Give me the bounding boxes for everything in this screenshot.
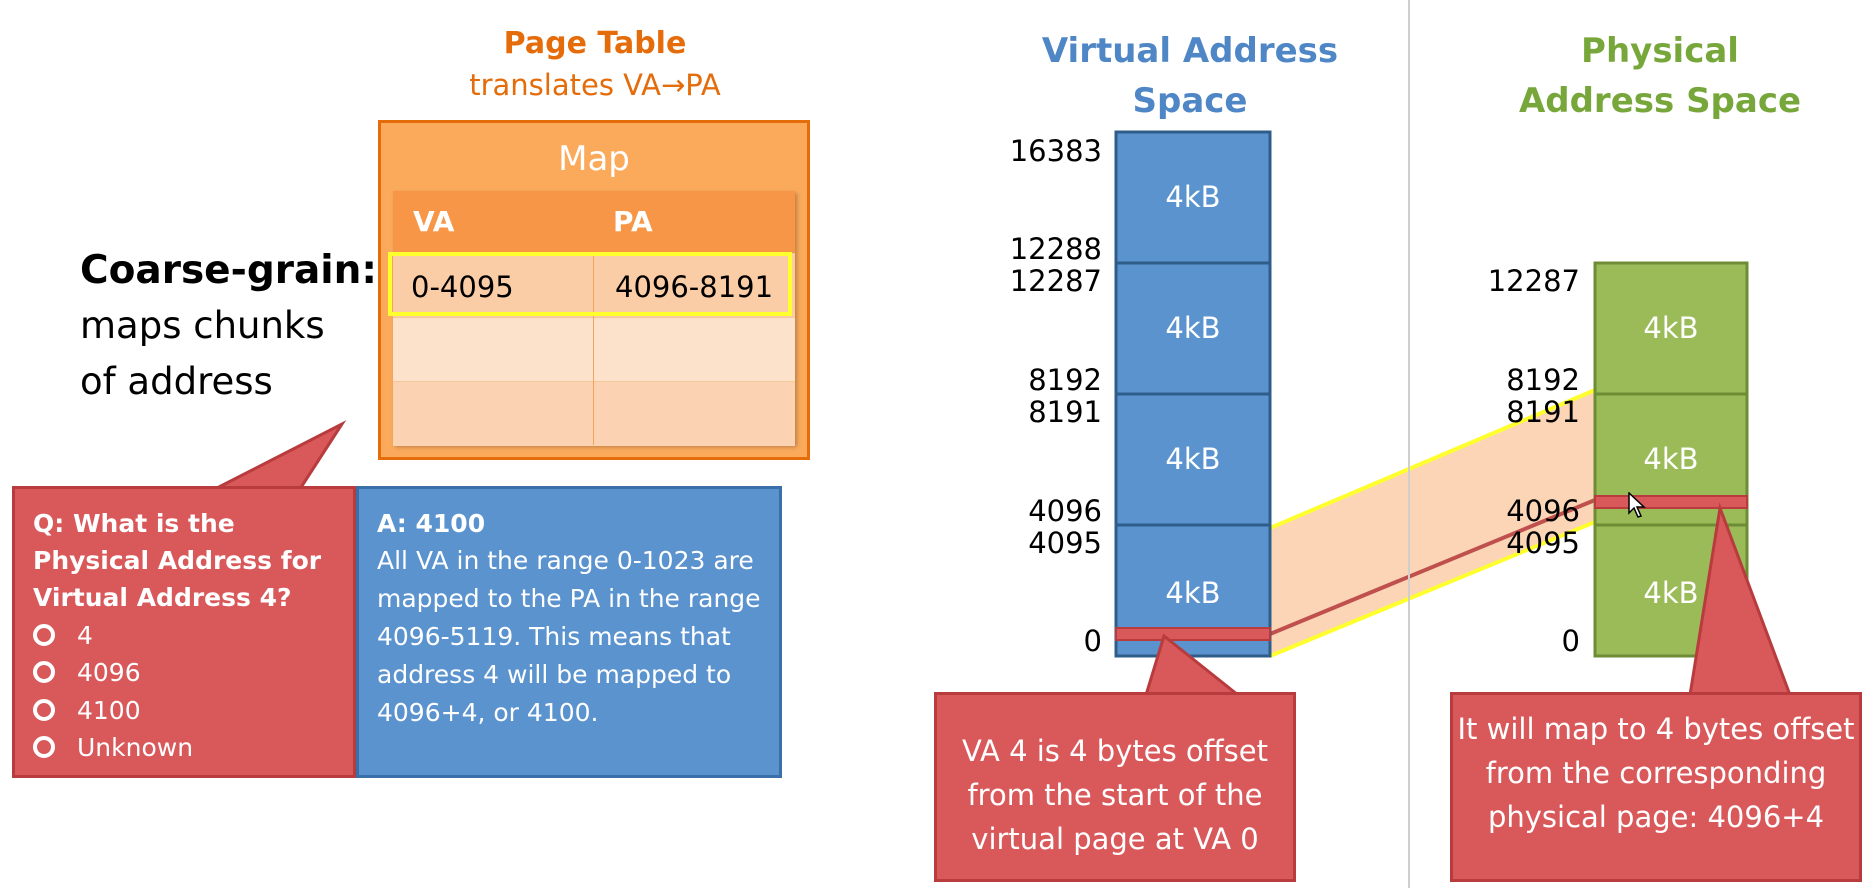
row-highlight [388,252,792,316]
va-offset-callout: VA 4 is 4 bytes offset from the start of… [934,692,1296,882]
va-page-label: 4kB [1165,311,1221,345]
va-address-label: 12287 [1009,264,1102,298]
column-header-pa: PA [613,205,653,238]
answer-option[interactable]: 4100 [33,692,141,729]
table-row: 0-4095 4096-8191 [393,253,795,318]
va-address-label: 4095 [1028,526,1102,560]
pa-address-label: 4095 [1506,526,1580,560]
mapping-band [1270,390,1595,656]
column-divider [593,253,594,445]
offset-mapping-line [1269,498,1596,636]
answer-option[interactable]: 4 [33,617,93,654]
pa-offset-callout: It will map to 4 bytes offset from the c… [1450,692,1862,882]
mapping-band-top-edge [1269,388,1596,530]
cell-va: 0-4095 [411,270,514,304]
answer-option[interactable]: 4096 [33,654,141,691]
pa-page-label: 4kB [1643,576,1699,610]
radio-icon[interactable] [33,661,55,683]
pa-page-label: 4kB [1643,311,1699,345]
pa-page-label: 4kB [1643,442,1699,476]
page-table-map: Map VA PA 0-4095 4096-8191 [378,120,810,460]
section-divider [1408,0,1410,888]
va-address-label: 12288 [1009,232,1102,266]
question-box: Q: What is the Physical Address for Virt… [12,486,356,778]
va-page-label: 4kB [1165,442,1221,476]
pa4100-highlight [1594,495,1748,509]
va-page-label: 4kB [1165,576,1221,610]
radio-icon[interactable] [33,699,55,721]
table-row [393,381,795,446]
answer-box: A: 4100 All VA in the range 0-1023 are m… [356,486,782,778]
page-table-title: Page Table [503,26,687,61]
mapping-band-bottom-edge [1269,520,1596,658]
cell-pa: 4096-8191 [615,270,774,304]
mouse-cursor-icon [1628,492,1646,518]
va-address-label: 8191 [1028,395,1102,429]
option-label: 4096 [77,658,141,687]
pa-address-label: 12287 [1487,264,1580,298]
answer-explanation: All VA in the range 0-1023 are mapped to… [377,546,761,727]
answer-option[interactable]: Unknown [33,729,193,766]
pa-address-label: 8191 [1506,395,1580,429]
option-label: 4100 [77,696,141,725]
va-address-label: 4096 [1028,494,1102,528]
question-callout-pointer [214,420,347,491]
va4-highlight [1115,627,1271,641]
coarse-grain-line1: maps chunks [80,304,325,347]
va-page-label: 4kB [1165,180,1221,214]
page-table-subtitle: translates VA→PA [469,68,721,102]
question-text: Q: What is the Physical Address for Virt… [33,509,322,612]
coarse-grain-title: Coarse-grain: [80,248,378,293]
map-label: Map [558,139,630,179]
table-header: VA PA [393,191,795,253]
option-label: Unknown [77,733,194,762]
answer-title: A: 4100 [377,509,486,538]
radio-icon[interactable] [33,736,55,758]
physical-address-title: Physical Address Space [1518,31,1802,121]
table-row [393,317,795,382]
radio-icon[interactable] [33,624,55,646]
virtual-address-title: Virtual Address Space [1041,31,1339,121]
option-label: 4 [77,621,93,650]
column-header-va: VA [413,205,455,238]
va-address-label: 16383 [1009,134,1102,168]
pa-address-label: 0 [1561,624,1580,658]
pa-address-label: 4096 [1506,494,1580,528]
coarse-grain-line2: of address [80,360,273,403]
pa-address-label: 8192 [1506,363,1580,397]
va-address-label: 8192 [1028,363,1102,397]
va-address-label: 0 [1083,624,1102,658]
mapping-table: VA PA 0-4095 4096-8191 [393,191,795,446]
